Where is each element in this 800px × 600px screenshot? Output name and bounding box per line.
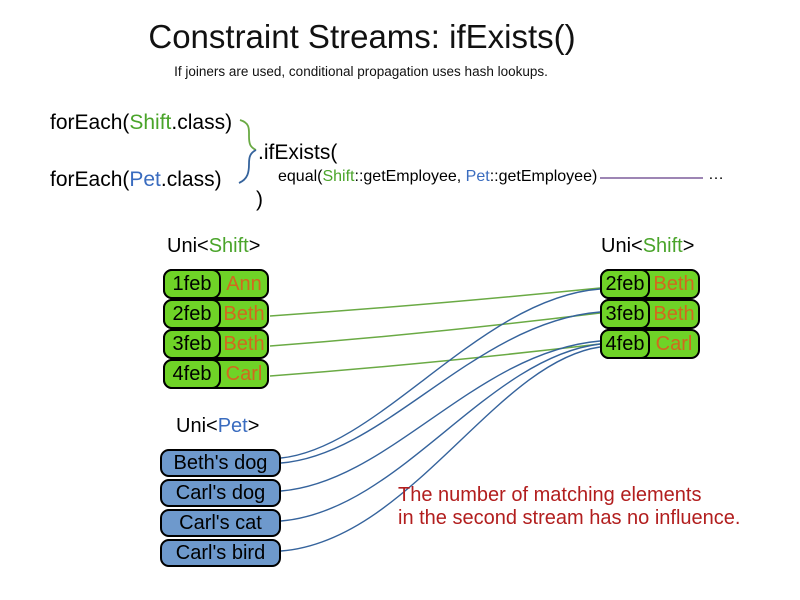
employee-cell: Ann: [226, 272, 262, 295]
code-text: forEach(: [50, 168, 130, 191]
date-cell: 2feb: [163, 299, 221, 329]
right-shift-table: 2feb Beth 3feb Beth 4feb Carl: [600, 269, 700, 359]
pet-row-carls-cat: Carl's cat: [160, 509, 281, 537]
date-cell: 1feb: [163, 269, 221, 299]
pet-label: Uni<Pet>: [176, 415, 259, 438]
employee-cell: Beth: [223, 332, 265, 355]
label-shift-token: Shift: [642, 235, 683, 257]
date-cell: 3feb: [163, 329, 221, 359]
left-shift-label: Uni<Shift>: [167, 235, 260, 258]
green-link-4feb: [269, 343, 601, 377]
pet-row-beths-dog: Beth's dog: [160, 449, 281, 477]
shift-row-4feb-carl: 4feb Carl: [163, 359, 269, 389]
shift-row-3feb-beth: 3feb Beth: [163, 329, 269, 359]
code-foreach-shift: forEach(Shift.class): [50, 111, 232, 135]
shift-row-2feb-beth: 2feb Beth: [163, 299, 269, 329]
blue-link-bethsdog-3feb: [280, 311, 601, 464]
right-shift-label: Uni<Shift>: [601, 235, 694, 258]
label-text: >: [248, 235, 261, 257]
shift-row-2feb-beth: 2feb Beth: [600, 269, 700, 299]
left-shift-table: 1feb Ann 2feb Beth 3feb Beth 4feb Carl: [163, 269, 269, 389]
blue-link-bethsdog-2feb: [280, 288, 601, 459]
code-text: forEach(: [50, 111, 130, 134]
label-pet-token: Pet: [217, 415, 248, 437]
note-line-2: in the second stream has no influence.: [398, 506, 741, 529]
date-cell: 4feb: [600, 329, 650, 359]
code-text: ::getEmployee): [489, 168, 598, 185]
employee-cell: Beth: [653, 302, 695, 325]
blue-link-carlsdog-4feb: [280, 340, 601, 492]
shift-row-4feb-carl: 4feb Carl: [600, 329, 700, 359]
brace-top-curve: [239, 119, 257, 151]
brace-bottom-curve: [238, 149, 257, 184]
code-text: .class): [171, 111, 233, 134]
code-equal-joiner: equal(Shift::getEmployee, Pet::getEmploy…: [278, 168, 597, 186]
shift-class-token: Shift: [322, 168, 355, 185]
employee-cell: Beth: [223, 302, 265, 325]
label-text: Uni<: [167, 235, 209, 257]
pet-table: Beth's dog Carl's dog Carl's cat Carl's …: [160, 449, 281, 569]
note-line-1: The number of matching elements: [398, 484, 702, 506]
pet-class-token: Pet: [465, 168, 490, 185]
green-link-3feb: [269, 312, 601, 347]
date-cell: 3feb: [600, 299, 650, 329]
pet-row-carls-bird: Carl's bird: [160, 539, 281, 567]
label-shift-token: Shift: [208, 235, 249, 257]
shift-row-3feb-beth: 3feb Beth: [600, 299, 700, 329]
label-text: >: [682, 235, 695, 257]
pet-class-token: Pet: [129, 168, 161, 191]
code-ellipsis: …: [708, 166, 724, 183]
employee-cell: Carl: [225, 362, 263, 385]
page-title: Constraint Streams: ifExists(): [148, 18, 576, 55]
code-close-paren: ): [256, 188, 263, 211]
employee-cell: Carl: [655, 332, 693, 355]
code-ifexists: .ifExists(: [258, 141, 338, 164]
label-text: Uni<: [601, 235, 643, 257]
date-cell: 4feb: [163, 359, 221, 389]
employee-cell: Beth: [653, 272, 695, 295]
code-text: ::getEmployee,: [354, 168, 466, 185]
green-link-2feb: [269, 287, 601, 317]
date-cell: 2feb: [600, 269, 650, 299]
shift-class-token: Shift: [129, 111, 172, 134]
label-text: Uni<: [176, 415, 218, 437]
label-text: >: [247, 415, 260, 437]
code-text: .class): [160, 168, 222, 191]
code-foreach-pet: forEach(Pet.class): [50, 168, 222, 192]
pet-row-carls-dog: Carl's dog: [160, 479, 281, 507]
shift-row-1feb-ann: 1feb Ann: [163, 269, 269, 299]
note-text: The number of matching elements in the s…: [398, 484, 740, 529]
page-subtitle: If joiners are used, conditional propaga…: [174, 64, 548, 79]
code-text: equal(: [278, 168, 323, 185]
